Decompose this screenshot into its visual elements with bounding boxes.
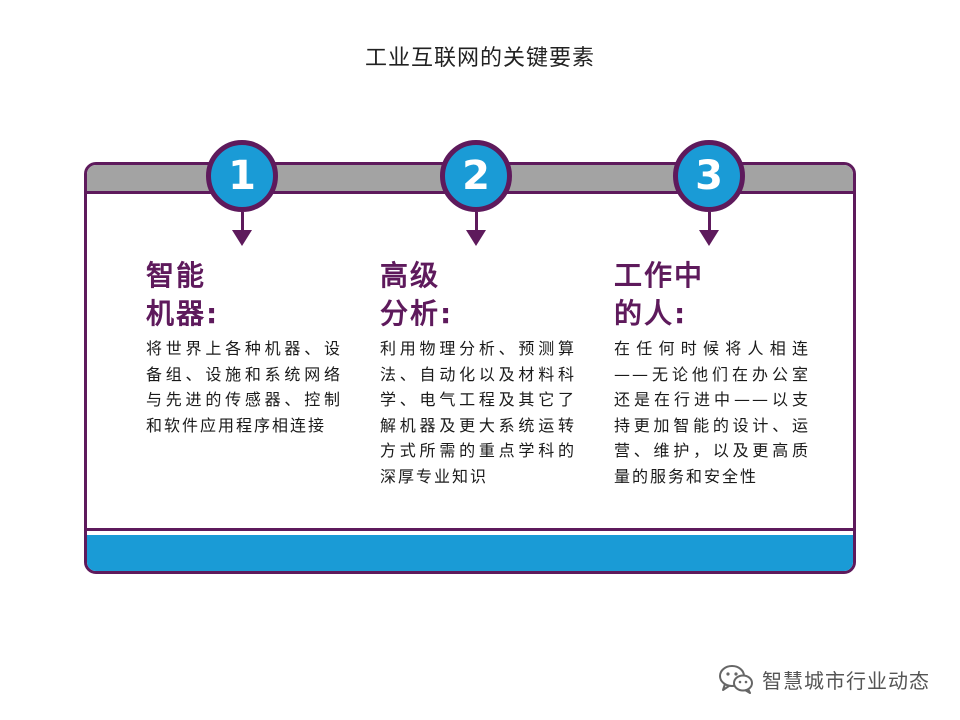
column-title-1-line-2: 机器: <box>146 297 220 330</box>
column-title-2: 高级 分析: <box>380 257 580 333</box>
watermark: 智慧城市行业动态 <box>718 664 930 694</box>
panel-bottom-bar <box>87 535 853 571</box>
column-description-2: 利用物理分析、预测算法、自动化以及材料科学、电气工程及其它了解机器及更大系统运转… <box>380 339 576 486</box>
column-description-1: 将世界上各种机器、设备组、设施和系统网络与先进的传感器、控制和软件应用程序相连接 <box>146 339 342 435</box>
arrow-down-icon <box>466 230 486 246</box>
column-title-3: 工作中 的人: <box>614 257 814 333</box>
number-badge-3: 3 <box>673 140 745 212</box>
column-title-2-line-1: 高级 <box>380 259 441 292</box>
column-title-2-line-2: 分析: <box>380 297 454 330</box>
column-description-3: 在任何时候将人相连——无论他们在办公室还是在行进中——以支持更加智能的设计、运营… <box>614 339 810 486</box>
panel-bottom-divider <box>87 528 853 531</box>
arrow-stem-3 <box>708 212 711 232</box>
arrow-down-icon <box>232 230 252 246</box>
page-title: 工业互联网的关键要素 <box>364 46 595 71</box>
number-badge-1: 1 <box>206 140 278 212</box>
watermark-text: 智慧城市行业动态 <box>762 668 930 693</box>
number-badge-2: 2 <box>440 140 512 212</box>
column-title-1-line-1: 智能 <box>146 259 207 292</box>
arrow-stem-2 <box>475 212 478 232</box>
arrow-stem-1 <box>241 212 244 232</box>
column-title-1: 智能 机器: <box>146 257 346 333</box>
arrow-down-icon <box>699 230 719 246</box>
column-title-3-line-1: 工作中 <box>614 259 705 292</box>
wechat-icon <box>719 665 753 694</box>
column-title-3-line-2: 的人: <box>614 297 688 330</box>
